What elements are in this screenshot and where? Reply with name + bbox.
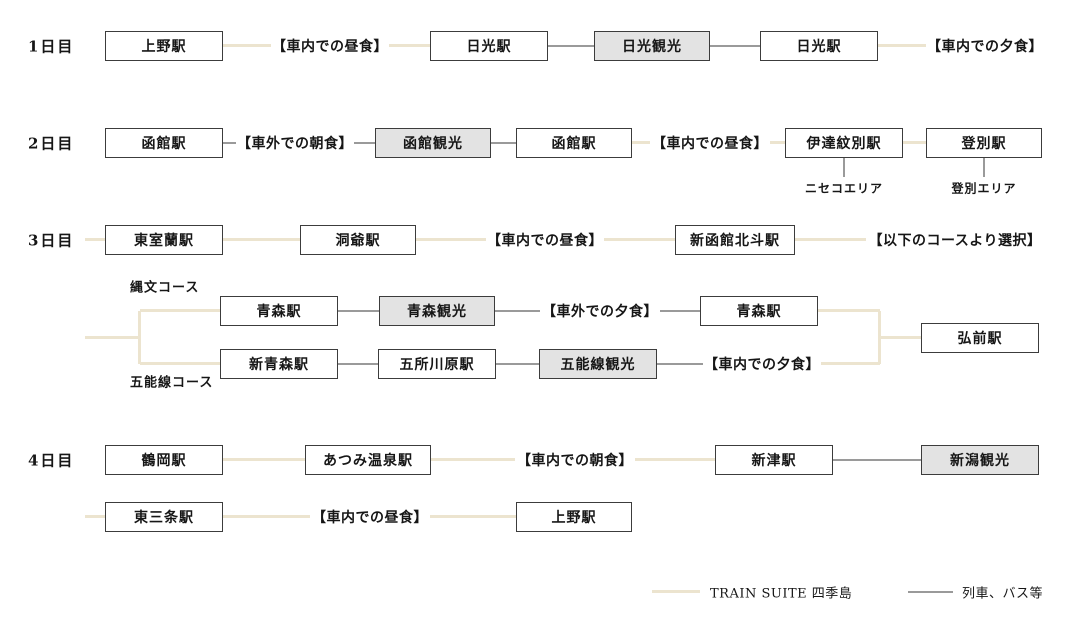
- route-line-other-transport: [491, 142, 516, 144]
- route-line-train-suite: [632, 141, 650, 144]
- route-line-train-suite: [635, 458, 715, 461]
- station-higashi-sanjo: 東三条駅: [105, 502, 223, 532]
- route-line-other-transport: [843, 158, 845, 177]
- route-line-train-suite: [770, 141, 786, 144]
- legend-train-suite-label: TRAIN SUITE 四季島: [710, 586, 853, 602]
- route-line-other-transport: [338, 310, 379, 312]
- station-niitsu: 新津駅: [715, 445, 833, 475]
- station-nikko-depart: 日光駅: [760, 31, 878, 61]
- route-line-train-suite: [795, 238, 866, 241]
- meal-day1-lunch-onboard: 【車内での昼食】: [271, 36, 389, 56]
- day-label-4: 4日目: [28, 451, 75, 470]
- meal-day3-dinner-offboard-jomon: 【車外での夕食】: [541, 301, 659, 321]
- station-aomori-arrive: 青森駅: [220, 296, 338, 326]
- station-nikko-arrive: 日光駅: [430, 31, 548, 61]
- route-line-other-transport: [223, 142, 236, 144]
- station-hakodate-arrive: 函館駅: [105, 128, 223, 158]
- route-line-train-suite: [821, 362, 880, 365]
- station-atsumi-onsen: あつみ温泉駅: [305, 445, 431, 475]
- route-line-other-transport: [983, 158, 985, 177]
- station-noboribetsu: 登別駅: [926, 128, 1042, 158]
- route-line-train-suite: [818, 309, 880, 312]
- route-line-train-suite: [388, 44, 430, 47]
- route-line-train-suite: [85, 336, 140, 339]
- route-line-other-transport: [833, 459, 921, 461]
- day-label-2: 2日目: [28, 134, 75, 153]
- route-line-other-transport: [354, 142, 375, 144]
- route-line-train-suite: [902, 141, 926, 144]
- day-label-3: 3日目: [28, 231, 75, 250]
- meal-day2-lunch-onboard: 【車内での昼食】: [651, 133, 769, 153]
- route-line-train-suite: [138, 311, 141, 364]
- route-line-train-suite: [416, 238, 486, 241]
- area-niseko: ニセコエリア: [804, 181, 884, 196]
- sight-niigata: 新潟観光: [921, 445, 1039, 475]
- day-label-1: 1日目: [28, 37, 75, 56]
- route-line-other-transport: [547, 45, 594, 47]
- route-line-other-transport: [657, 363, 703, 365]
- meal-day2-breakfast-offboard: 【車外での朝食】: [236, 133, 354, 153]
- station-hirosaki: 弘前駅: [921, 323, 1039, 353]
- route-line-train-suite: [85, 238, 105, 241]
- meal-day4-lunch-onboard: 【車内での昼食】: [311, 507, 429, 527]
- sight-gono-line: 五能線観光: [539, 349, 657, 379]
- meal-day3-dinner-onboard-gono: 【車内での夕食】: [703, 354, 821, 374]
- route-line-train-suite: [652, 590, 700, 593]
- station-ueno-day4: 上野駅: [516, 502, 632, 532]
- route-line-train-suite: [140, 309, 220, 312]
- route-line-train-suite: [223, 238, 300, 241]
- station-aomori-depart: 青森駅: [700, 296, 818, 326]
- route-line-other-transport: [338, 363, 378, 365]
- route-line-other-transport: [710, 45, 760, 47]
- station-shin-aomori: 新青森駅: [220, 349, 338, 379]
- route-line-train-suite: [880, 336, 921, 339]
- station-shin-hakodate-hokuto: 新函館北斗駅: [675, 225, 795, 255]
- station-tsuruoka: 鶴岡駅: [105, 445, 223, 475]
- area-noboribetsu: 登別エリア: [951, 181, 1017, 196]
- route-line-train-suite: [223, 458, 305, 461]
- course-label-gono-line: 五能線コース: [130, 375, 214, 391]
- note-course-selection: 【以下のコースより選択】: [867, 230, 1043, 250]
- route-line-train-suite: [85, 515, 105, 518]
- route-line-other-transport: [660, 310, 700, 312]
- route-line-train-suite: [140, 362, 220, 365]
- course-label-jomon: 縄文コース: [130, 280, 200, 296]
- meal-day4-breakfast-onboard: 【車内での朝食】: [516, 450, 634, 470]
- sight-nikko: 日光観光: [594, 31, 710, 61]
- route-line-train-suite: [604, 238, 675, 241]
- route-line-other-transport: [908, 591, 953, 593]
- route-line-other-transport: [496, 363, 539, 365]
- sight-aomori: 青森観光: [379, 296, 495, 326]
- route-line-train-suite: [878, 44, 926, 47]
- route-line-train-suite: [223, 515, 310, 518]
- route-line-train-suite: [431, 458, 515, 461]
- route-line-other-transport: [495, 310, 540, 312]
- meal-day1-dinner-onboard: 【車内での夕食】: [926, 36, 1044, 56]
- sight-hakodate: 函館観光: [375, 128, 491, 158]
- route-line-train-suite: [430, 515, 516, 518]
- meal-day3-lunch-onboard: 【車内での昼食】: [486, 230, 604, 250]
- station-date-mombetsu: 伊達紋別駅: [785, 128, 903, 158]
- station-toya: 洞爺駅: [300, 225, 416, 255]
- station-hakodate-depart: 函館駅: [516, 128, 632, 158]
- station-higashi-muroran: 東室蘭駅: [105, 225, 223, 255]
- station-goshogawara: 五所川原駅: [378, 349, 496, 379]
- route-line-train-suite: [878, 311, 881, 364]
- route-line-train-suite: [223, 44, 272, 47]
- station-ueno-day1: 上野駅: [105, 31, 223, 61]
- legend-other-label: 列車、バス等: [962, 586, 1044, 602]
